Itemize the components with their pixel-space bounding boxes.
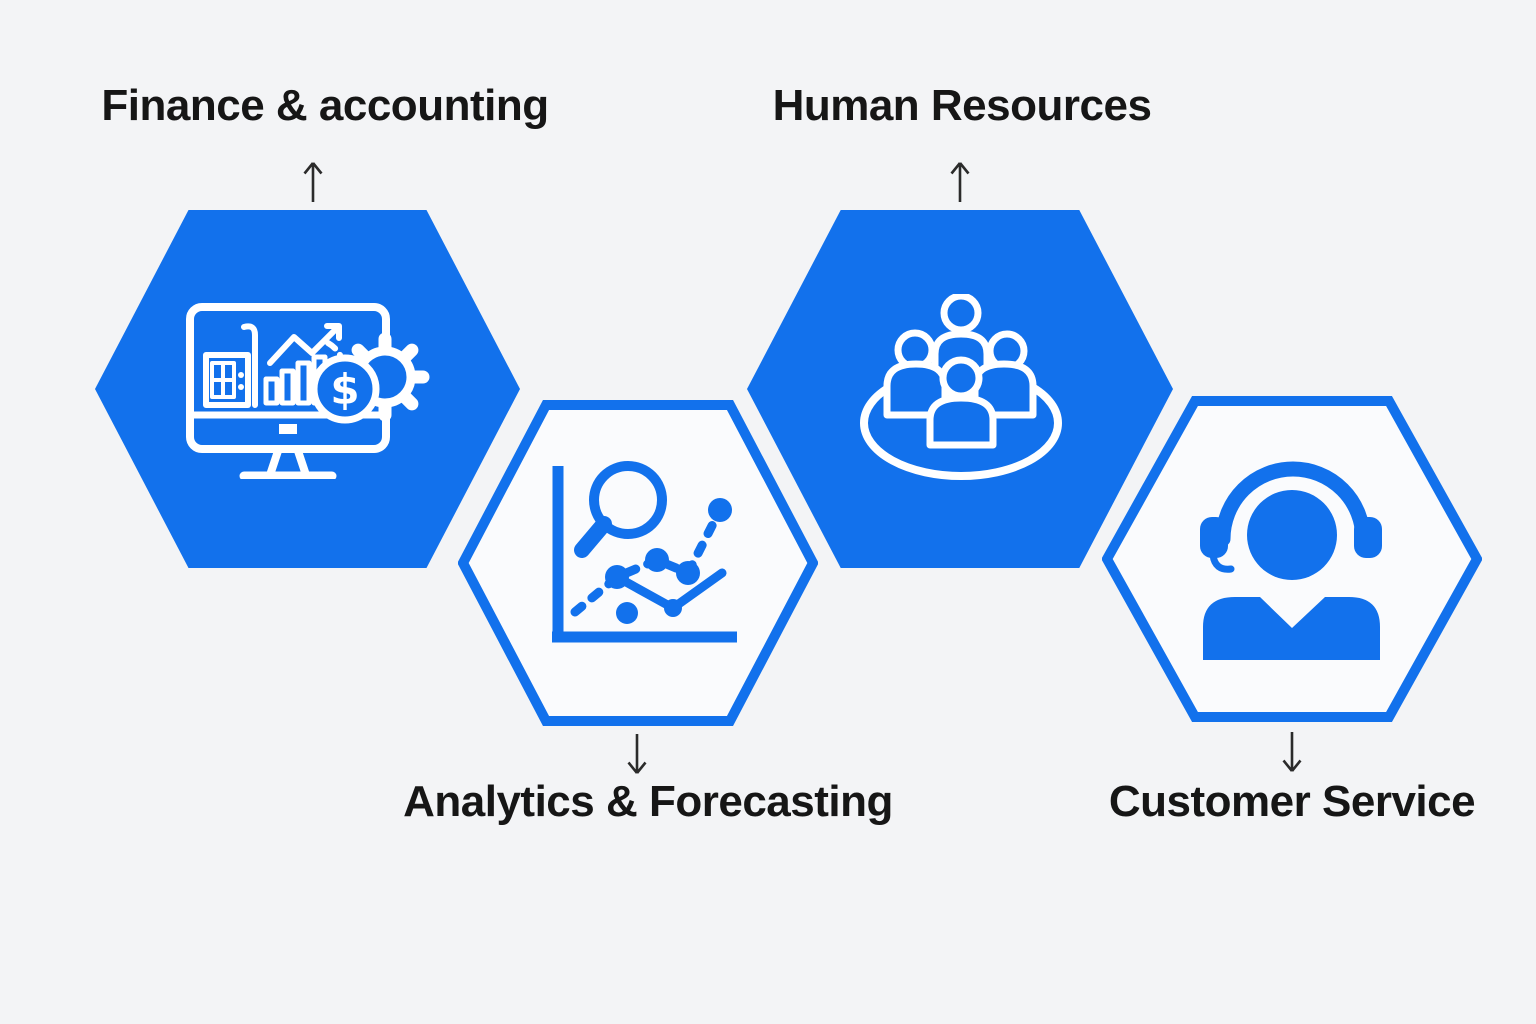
magnifier-trend-chart-icon [552, 461, 737, 643]
down-arrow-icon [627, 734, 647, 774]
headset-support-icon [1200, 461, 1382, 660]
customer-service-label: Customer Service [1108, 777, 1476, 826]
finance-monitor-chart-icon: $ [186, 303, 430, 479]
analytics-forecasting-label: Analytics & Forecasting [403, 777, 893, 826]
svg-text:$: $ [330, 365, 359, 414]
up-arrow-icon [950, 162, 970, 202]
human-resources-hexagon [747, 210, 1173, 568]
finance-accounting-hexagon: $ [95, 210, 520, 568]
analytics-forecasting-hexagon [458, 400, 818, 726]
people-group-icon [860, 294, 1062, 480]
human-resources-label: Human Resources [772, 81, 1152, 130]
finance-accounting-label: Finance & accounting [101, 81, 549, 130]
up-arrow-icon [303, 162, 323, 202]
customer-service-hexagon [1102, 396, 1482, 722]
down-arrow-icon [1282, 732, 1302, 772]
